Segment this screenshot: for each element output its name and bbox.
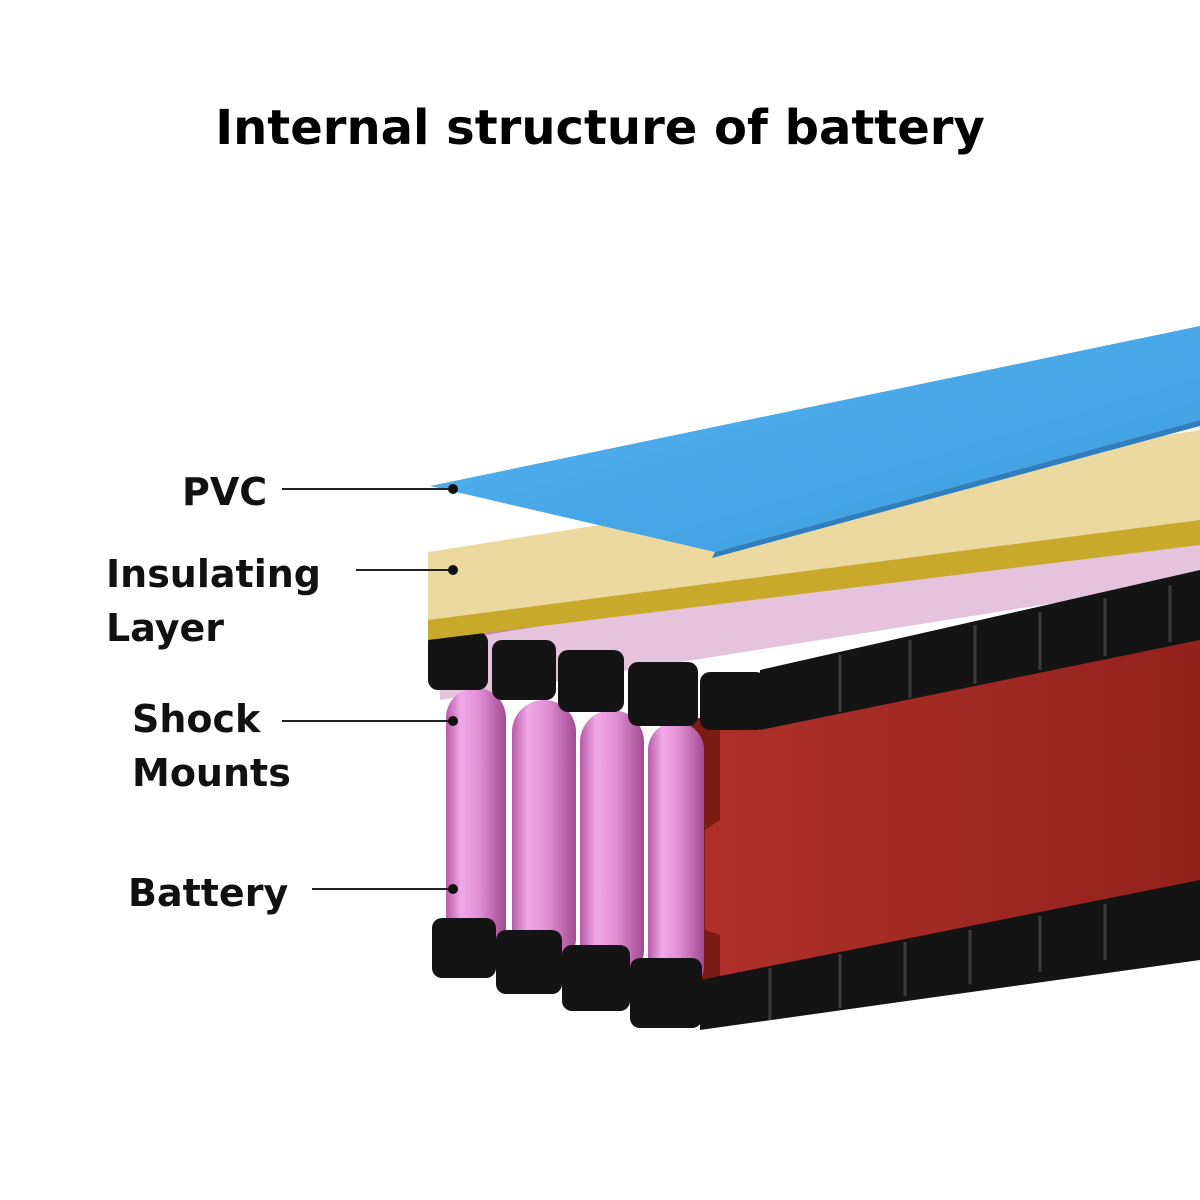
battery-label: Battery bbox=[128, 866, 288, 920]
insulating-label-line1: Insulating bbox=[106, 552, 321, 596]
shock-mounts-bottom bbox=[432, 880, 1200, 1030]
shock-label-line2: Mounts bbox=[132, 751, 291, 795]
shock-mounts-top bbox=[428, 570, 1200, 730]
shock-mounts-label: Shock Mounts bbox=[132, 692, 291, 800]
insulating-layer-label: Insulating Layer bbox=[106, 547, 321, 655]
insulating-layer-sheet bbox=[428, 430, 1200, 640]
callout-leaders bbox=[282, 488, 452, 890]
pvc-sheet bbox=[430, 326, 1200, 558]
shock-marker-dot bbox=[448, 716, 458, 726]
insulating-marker-dot bbox=[448, 565, 458, 575]
pvc-label-text: PVC bbox=[182, 470, 268, 514]
diagram-title: Internal structure of battery bbox=[215, 100, 985, 156]
pvc-marker-dot bbox=[448, 484, 458, 494]
battery-marker-dot bbox=[448, 884, 458, 894]
insulating-label-line2: Layer bbox=[106, 606, 224, 650]
battery-cells bbox=[446, 688, 704, 994]
shock-label-line1: Shock bbox=[132, 697, 261, 741]
battery-label-text: Battery bbox=[128, 871, 289, 915]
pvc-label: PVC bbox=[182, 465, 267, 519]
